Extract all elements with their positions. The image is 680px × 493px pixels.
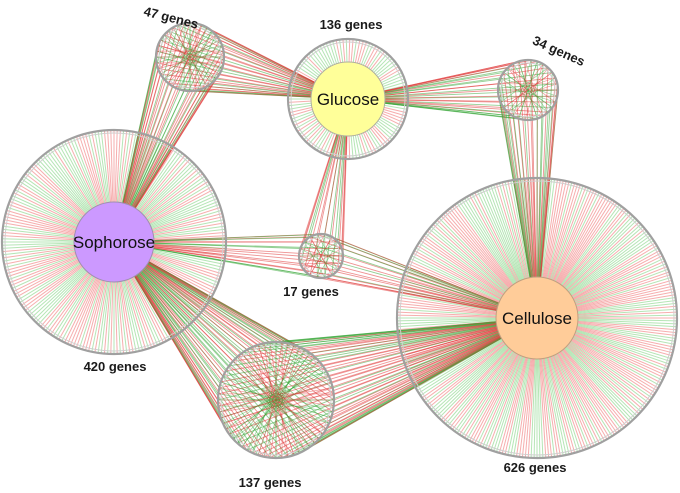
gene-edge: [163, 30, 213, 80]
gene-edge: [113, 241, 333, 389]
glucose-only-count: 136 genes: [320, 17, 383, 32]
gene-edge: [252, 317, 538, 454]
gene-edge: [512, 63, 538, 319]
gene-edge: [498, 77, 556, 97]
sophorose-hub-label: Sophorose: [73, 233, 155, 252]
gene-edge: [113, 241, 295, 456]
cluster-ring-inner: [290, 41, 406, 157]
cluster-ring-inner: [4, 132, 224, 352]
sophorose-hub: [73, 201, 155, 283]
gene-edge: [113, 241, 332, 383]
cluster-ring-inner: [500, 62, 556, 118]
gene-edge: [220, 381, 332, 419]
gene-edge: [167, 34, 217, 84]
sophorose-cellulose-ring: [216, 340, 336, 460]
gene-edge: [303, 241, 326, 278]
cluster-ring-inner: [399, 180, 675, 456]
gene-edge: [303, 234, 326, 271]
gene-edge: [507, 63, 544, 113]
gene-edge: [167, 24, 202, 84]
sophorose-cellulose-count: 137 genes: [239, 475, 302, 490]
gene-edge: [156, 45, 222, 64]
gene-edge: [316, 234, 339, 271]
glucose-hub-label: Glucose: [317, 90, 379, 109]
sophorose-only-ring: [0, 128, 228, 356]
all-three-ring: [297, 232, 345, 280]
gene-edge: [222, 317, 538, 377]
gene-edge: [237, 317, 538, 444]
gene-edge: [263, 317, 538, 458]
gene-edge: [178, 25, 197, 91]
gene-edge: [309, 236, 333, 276]
gene-edge: [167, 30, 217, 80]
sophorose-only-count: 420 genes: [84, 359, 147, 374]
gene-edge: [158, 50, 224, 69]
gene-edge: [113, 241, 283, 458]
gene-edge: [524, 60, 538, 319]
glucose-cellulose-ring: [496, 58, 560, 122]
gene-edge: [316, 241, 339, 278]
gene-edge: [218, 387, 333, 407]
gene-edge: [163, 34, 213, 84]
gene-edge: [275, 317, 538, 459]
hubs-layer: [73, 61, 579, 360]
cluster-ring: [216, 340, 336, 460]
cluster-ring-inner: [301, 236, 341, 276]
gene-edge: [246, 317, 538, 451]
cluster-ring-inner: [158, 25, 222, 89]
gene-edge: [218, 317, 538, 395]
gene-edge: [512, 60, 532, 117]
cluster-ring: [154, 21, 226, 93]
cluster-ring: [297, 232, 345, 280]
cellulose-hub: [495, 276, 579, 360]
glucose-only-ring: [286, 37, 410, 161]
gene-edge: [507, 67, 538, 319]
glucose-sophorose-ring: [154, 21, 226, 93]
cluster-ring: [496, 58, 560, 122]
glucose-cellulose-count: 34 genes: [530, 33, 587, 69]
gene-edge: [183, 23, 202, 89]
gene-edge: [500, 67, 549, 103]
cellulose-hub-label: Cellulose: [502, 309, 572, 328]
gene-edge: [512, 63, 532, 120]
gene-edge: [241, 317, 538, 448]
gene-edge: [232, 317, 538, 440]
gene-edge: [160, 39, 220, 75]
cluster-ring: [286, 37, 410, 161]
cellulose-only-count: 626 genes: [504, 460, 567, 475]
gene-edge: [113, 241, 330, 424]
cluster-ring: [395, 176, 679, 460]
gene-edge: [300, 241, 339, 264]
gene-edge: [113, 241, 334, 395]
gene-edge: [536, 63, 544, 319]
all-three-count: 17 genes: [283, 284, 339, 299]
gene-edge: [257, 317, 538, 456]
gene-edge: [113, 241, 330, 377]
gene-edge: [157, 34, 217, 69]
cluster-ring: [0, 128, 228, 356]
glucose-hub: [310, 61, 386, 137]
rings-layer: [0, 21, 679, 460]
gene-edge: [503, 72, 553, 108]
cellulose-only-ring: [395, 176, 679, 460]
cluster-ring-inner: [220, 344, 332, 456]
